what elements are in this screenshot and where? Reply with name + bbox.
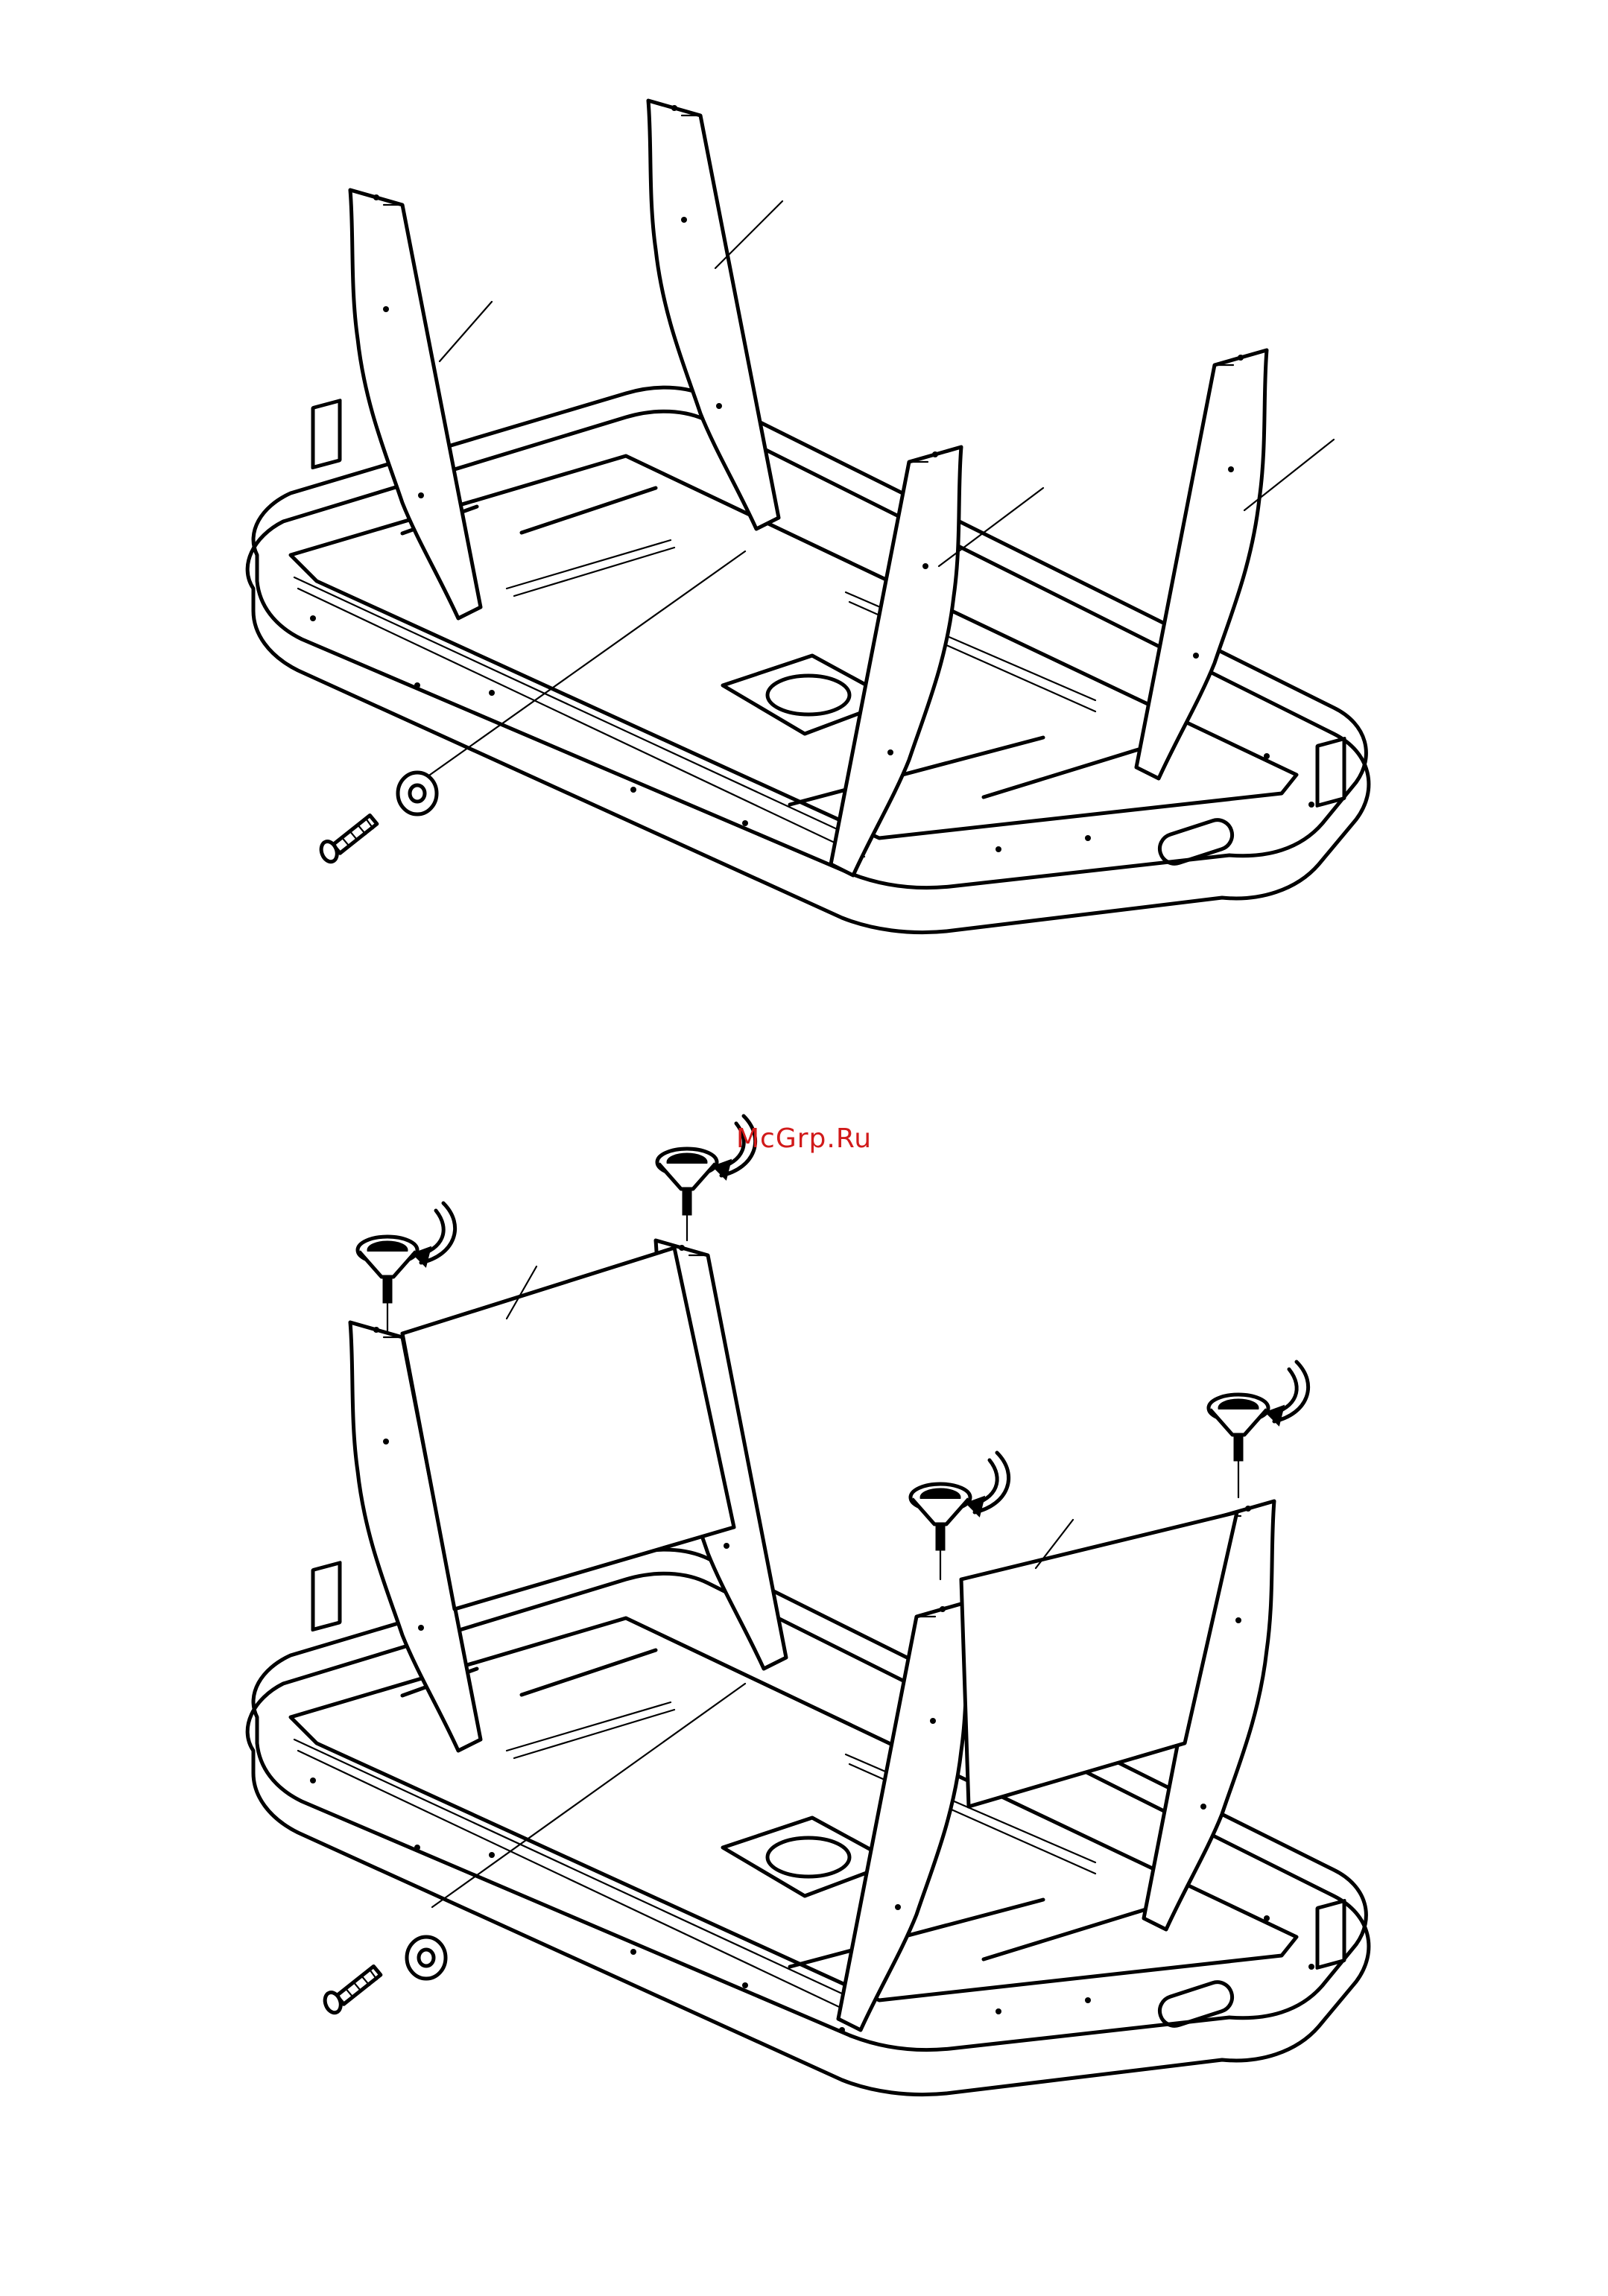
leg-front-left-1 (831, 447, 961, 875)
bolt-icon-2 (319, 1965, 387, 2015)
leg-front-right-1 (1136, 350, 1267, 778)
bolt-icon-1 (315, 814, 384, 864)
leg-rear-right-1 (648, 101, 779, 529)
washer-icon-2 (407, 1937, 446, 1979)
adjustable-foot-icon-3 (911, 1453, 1009, 1579)
leg-front-left-2 (838, 1602, 969, 2030)
adjustable-foot-icon-4 (1209, 1362, 1308, 1497)
step-2-assembly (247, 1116, 1369, 2095)
washer-icon-1 (398, 773, 437, 814)
adjustable-foot-icon-1 (358, 1203, 455, 1333)
watermark-text: McGrp.Ru (736, 1123, 872, 1154)
leg-rear-left-1 (350, 190, 481, 618)
side-panel-rear (402, 1248, 734, 1609)
step-1-assembly (247, 101, 1369, 933)
